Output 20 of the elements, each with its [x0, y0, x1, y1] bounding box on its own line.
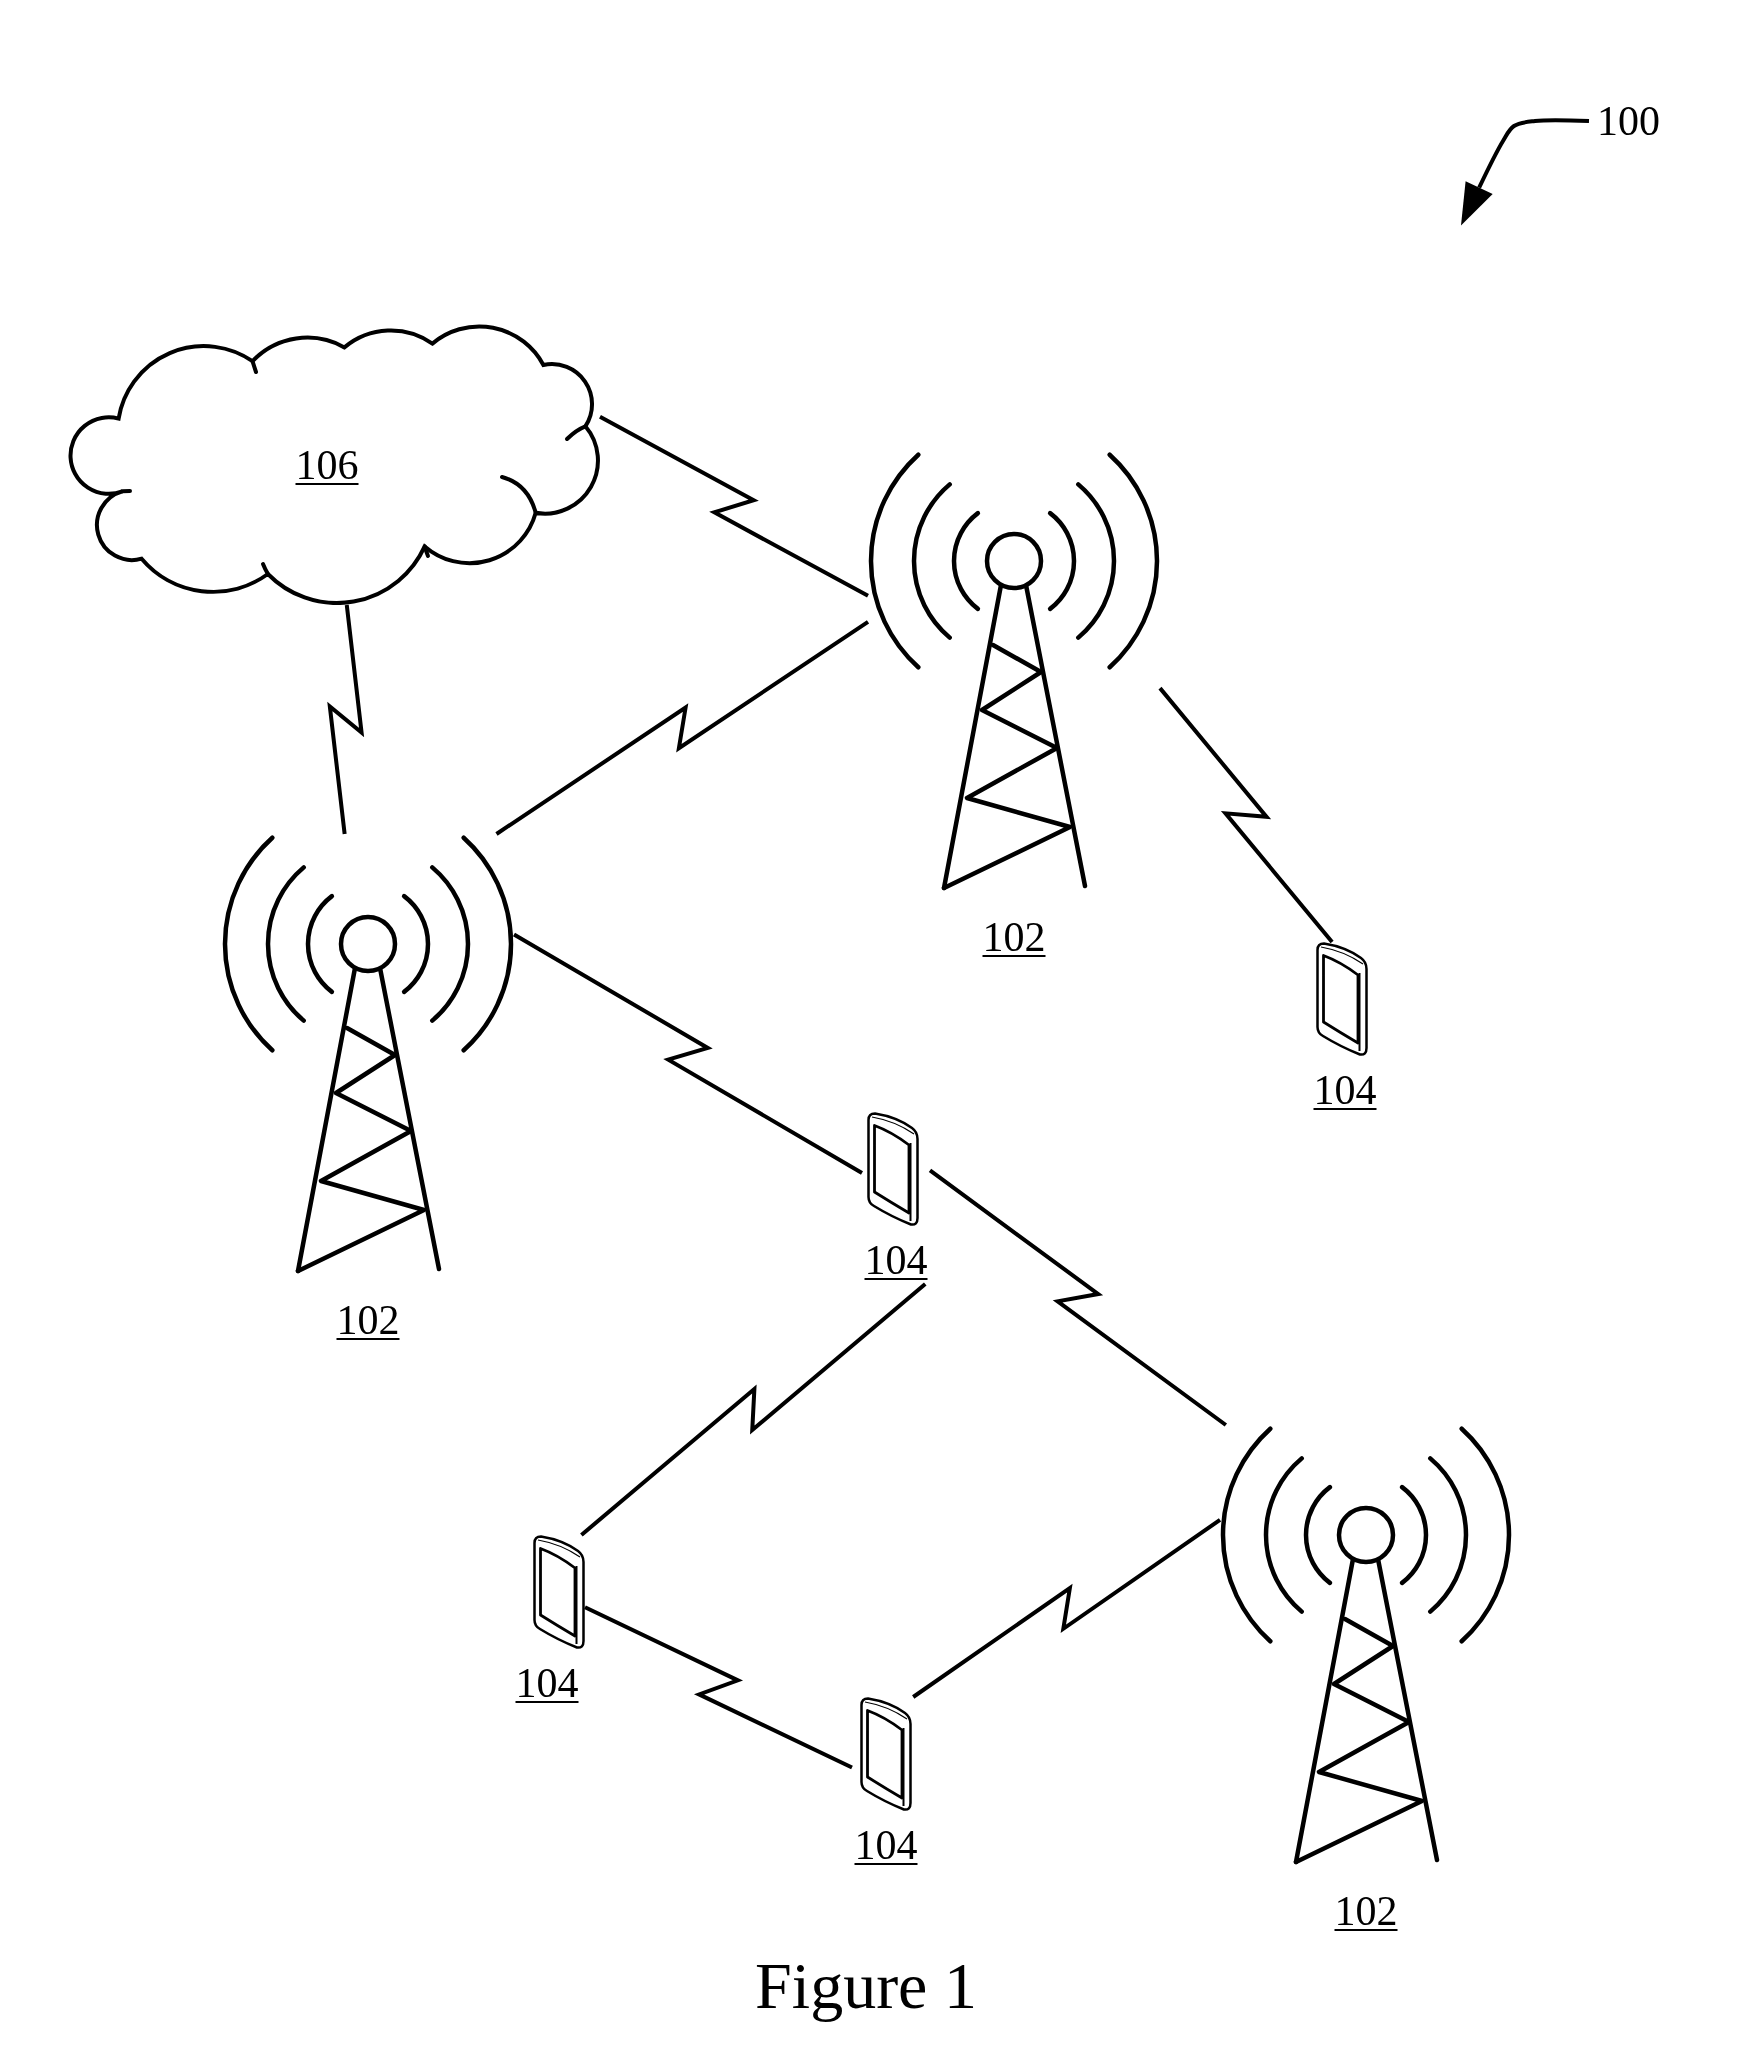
reference-numeral: 102 — [982, 914, 1046, 960]
wireless-link — [580, 1282, 927, 1537]
reference-numeral: 102 — [336, 1297, 400, 1343]
wireless-link — [912, 1518, 1222, 1699]
reference-numeral: 100 — [1597, 98, 1660, 144]
wireless-link — [1158, 686, 1334, 944]
wireless-link — [513, 932, 863, 1175]
reference-numeral: 104 — [1313, 1067, 1377, 1113]
reference-numeral: 106 — [295, 442, 359, 488]
reference-numeral: 104 — [854, 1822, 918, 1868]
reference-numeral: 104 — [864, 1237, 928, 1283]
reference-numeral: 104 — [515, 1660, 579, 1706]
wireless-link — [599, 414, 869, 598]
leader-arrow — [1460, 118, 1590, 226]
wireless-link — [928, 1168, 1228, 1427]
reference-numeral: 102 — [1334, 1888, 1398, 1934]
figure-caption: Figure 1 — [755, 1948, 977, 2024]
wireless-link — [495, 620, 870, 836]
wireless-link — [584, 1605, 853, 1770]
wireless-link — [327, 604, 365, 835]
